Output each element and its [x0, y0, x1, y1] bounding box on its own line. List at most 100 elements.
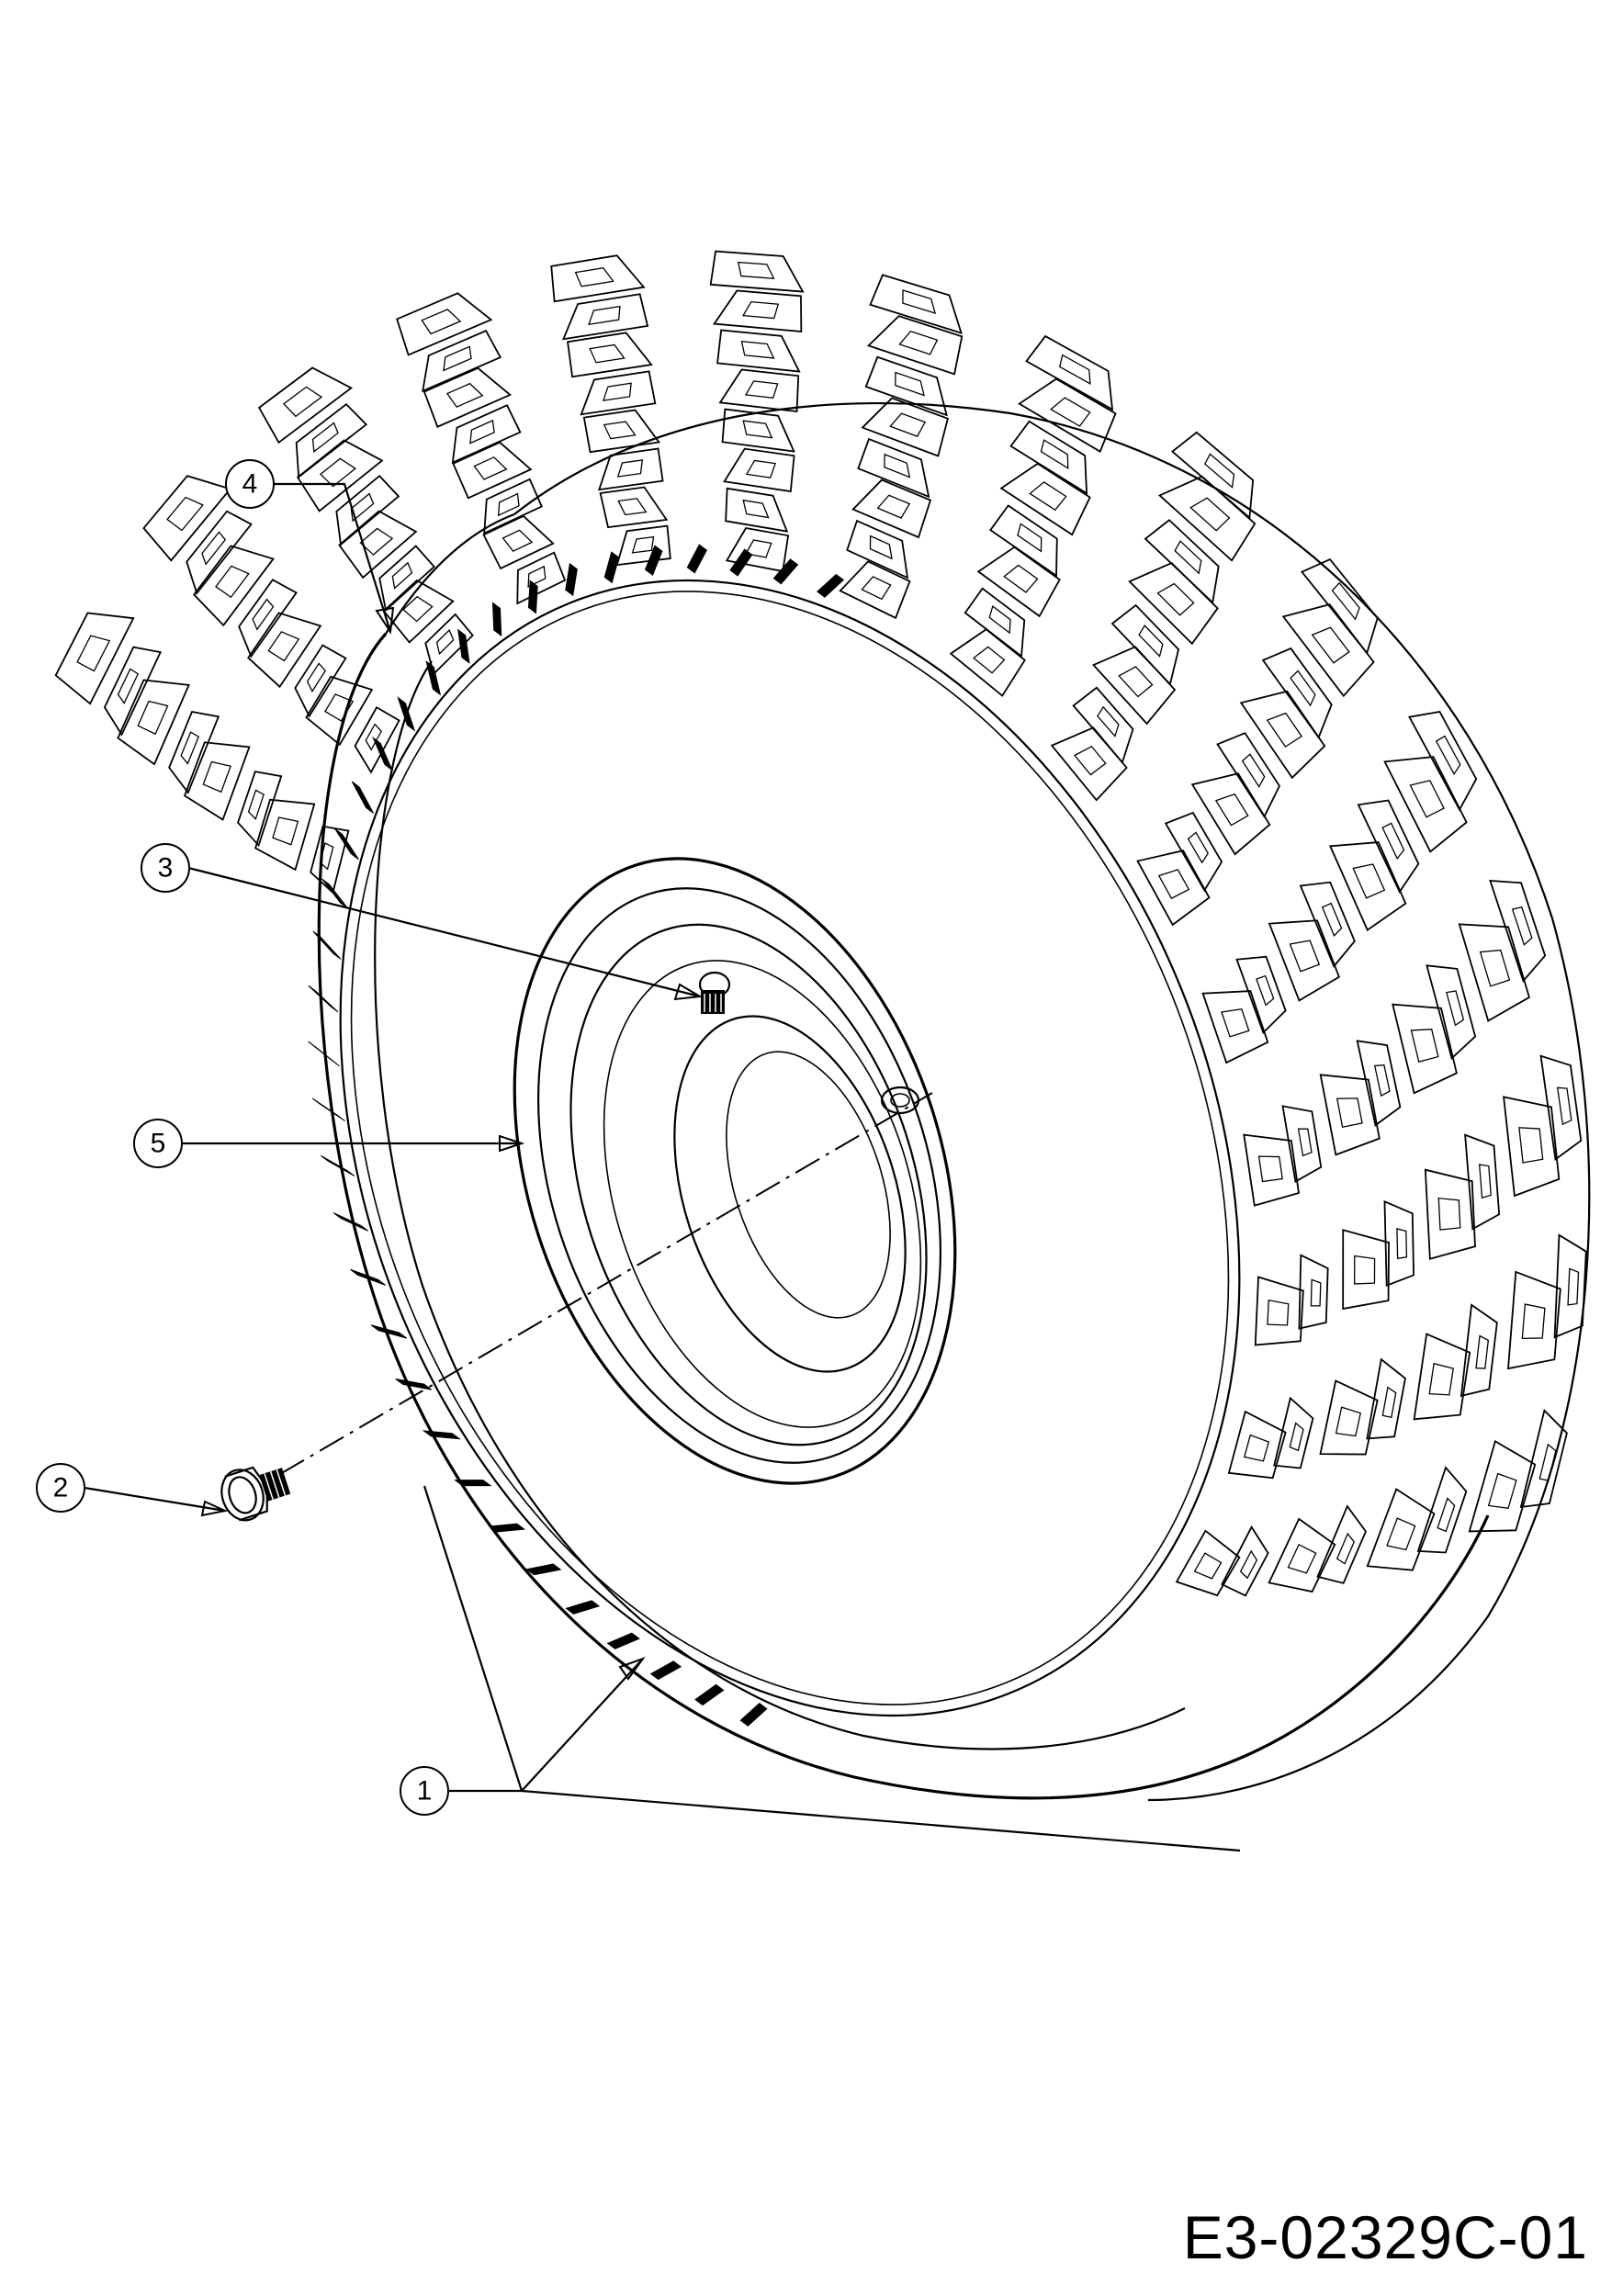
tread-block: [396, 292, 493, 356]
serration-tooth: [565, 562, 578, 597]
tread-block: [1319, 1074, 1381, 1156]
tread-block: [296, 439, 384, 512]
rim: [513, 857, 957, 1485]
assembly-axis-line: [279, 1092, 933, 1475]
tread-block: [1201, 990, 1269, 1064]
serration-tooth: [308, 985, 339, 1013]
tread-block: [1298, 1254, 1329, 1330]
tread-block: [725, 527, 790, 573]
tread-slot: [1243, 1434, 1270, 1462]
tread-slot: [1521, 1303, 1546, 1340]
serration-tooth: [686, 544, 707, 574]
serration-tooth: [527, 580, 538, 614]
tread-slot: [247, 789, 265, 821]
tread-block: [1235, 955, 1287, 1035]
tread-slot: [1074, 745, 1107, 776]
serration-tooth: [321, 1154, 355, 1176]
tread-slot: [744, 380, 779, 400]
tread-block: [305, 675, 374, 747]
tread-slot: [1556, 1086, 1572, 1126]
tread-block: [451, 404, 522, 465]
tread-block: [1190, 772, 1271, 856]
tire-shoulder: [374, 660, 1186, 1750]
tread-block: [582, 409, 661, 454]
tread-slot: [527, 565, 547, 589]
tread-block: [183, 741, 251, 821]
leader-lines: [84, 482, 1241, 1852]
tread-block: [1519, 1409, 1568, 1509]
tread-block: [1328, 841, 1407, 932]
tread-block: [1025, 334, 1114, 411]
tread-slot: [402, 595, 434, 623]
tread-slot: [745, 459, 777, 478]
tread-slot: [1311, 626, 1350, 664]
tread-slot: [1017, 523, 1043, 553]
tread-block: [237, 771, 283, 848]
tread-block: [422, 329, 502, 393]
tread-slot: [1189, 497, 1231, 532]
tread-slot: [443, 345, 472, 372]
tread-block: [1553, 1233, 1587, 1339]
tread-block: [1356, 1040, 1402, 1127]
tread-block: [168, 711, 220, 794]
tread-slot: [1214, 793, 1249, 827]
serration-tooth: [606, 1632, 640, 1649]
tread-slot: [1118, 666, 1154, 698]
tread-block: [1489, 879, 1547, 983]
tread-block: [1009, 420, 1088, 495]
callout-4-label: 4: [242, 469, 258, 500]
tread-block: [238, 579, 298, 658]
tread-slot: [740, 341, 775, 359]
tread-block: [839, 560, 911, 620]
tread-block: [964, 587, 1026, 658]
tread-block: [338, 510, 418, 580]
tread-block: [713, 289, 803, 333]
callout-3-label: 3: [158, 853, 174, 884]
serration-tooth: [422, 1430, 461, 1440]
tread-block: [103, 646, 163, 737]
tread-block: [1408, 710, 1478, 812]
tread-block: [561, 293, 649, 341]
tread-block: [869, 274, 963, 334]
tread-slot: [180, 731, 200, 765]
tread-block: [857, 437, 930, 499]
tread-slot: [469, 419, 495, 445]
tread-block: [1157, 475, 1257, 562]
tread-block: [452, 441, 533, 500]
tread-block: [1316, 1504, 1368, 1584]
tread-slot: [1058, 354, 1091, 386]
tread-block: [1144, 519, 1220, 604]
tread-block: [254, 798, 316, 872]
tread-block: [597, 447, 664, 491]
tread-slot: [1396, 1227, 1408, 1260]
serration-tooth: [739, 1702, 768, 1727]
tread-block: [1424, 1168, 1476, 1260]
tread-slot: [391, 561, 413, 590]
tread-slot: [324, 693, 355, 722]
tread-slot: [861, 576, 892, 601]
tread-block: [310, 825, 350, 895]
tread-block: [295, 402, 368, 479]
tread-block: [1392, 1003, 1458, 1095]
tread-block: [1281, 1105, 1323, 1183]
tread-block: [949, 628, 1026, 697]
tread-slot: [1097, 705, 1120, 737]
tread-slot: [350, 492, 375, 523]
tread-slot: [1174, 540, 1202, 575]
tread-slot: [1187, 831, 1209, 864]
tread-slot: [1475, 1334, 1490, 1369]
tread-block: [54, 612, 135, 705]
serration-tooth: [603, 551, 620, 584]
tread-block: [1164, 811, 1223, 893]
serration-tooth: [491, 602, 502, 637]
tread-slot: [1040, 439, 1069, 470]
tread-slot: [497, 492, 520, 517]
tire-tread-pattern: [54, 250, 1587, 1597]
tread-slot: [306, 662, 326, 693]
tread-block: [725, 487, 789, 533]
tread-slot: [1203, 453, 1235, 489]
tread-block: [846, 519, 909, 580]
tread-block: [1136, 850, 1211, 927]
tread-slot: [602, 382, 632, 401]
tread-block: [142, 475, 232, 562]
